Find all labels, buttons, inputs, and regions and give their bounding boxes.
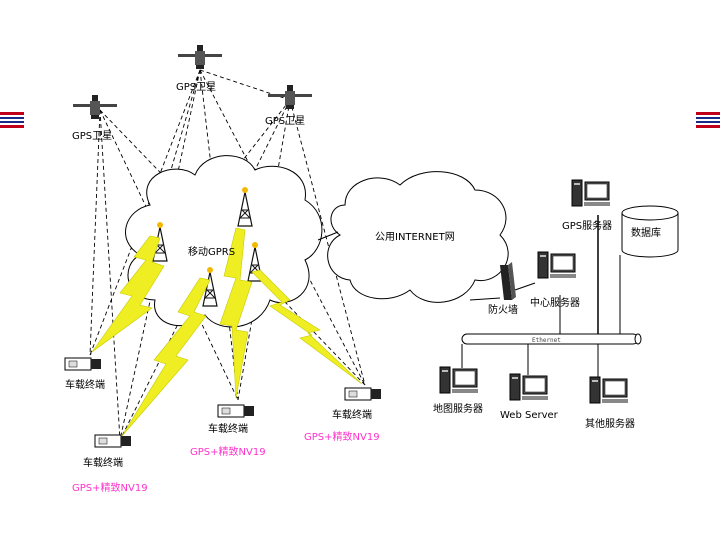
nav-bars-right-icon[interactable]	[696, 112, 720, 128]
center-server-label: 中心服务器	[530, 296, 580, 309]
mobile-gprs-label: 移动GPRS	[188, 245, 235, 258]
gps-server-label: GPS服务器	[562, 219, 612, 232]
wireless-links	[91, 227, 363, 437]
vehicle-label: 车载终端	[65, 378, 105, 391]
ethernet-label: Ethernet	[532, 337, 561, 344]
satellite-label: GPS卫星	[176, 81, 216, 93]
satellite-label: GPS卫星	[72, 130, 112, 142]
vehicle-sublabel: GPS+精致NV19	[304, 430, 380, 443]
ethernet-bus: Ethernet	[461, 333, 642, 345]
web-server-icon[interactable]	[509, 373, 549, 401]
other-server-icon[interactable]	[589, 376, 629, 404]
vehicle-terminal-icon	[94, 434, 132, 448]
satellite-icon	[73, 95, 117, 119]
internet-firewall-link	[469, 297, 501, 301]
nav-bars-left-icon[interactable]	[0, 112, 24, 128]
internet-label: 公用INTERNET网	[375, 231, 455, 243]
vehicle-sublabel: GPS+精致NV19	[72, 481, 148, 494]
vehicle-terminal-icon	[217, 404, 255, 418]
cloud-link	[317, 231, 339, 241]
vehicle-sublabel: GPS+精致NV19	[190, 445, 266, 458]
satellite-icon	[178, 45, 222, 69]
gps-server-icon[interactable]	[571, 179, 611, 207]
vehicle-terminal-icon	[64, 357, 102, 371]
firewall-label: 防火墙	[488, 303, 518, 316]
firewall-center-link	[514, 282, 536, 291]
internet-cloud	[327, 171, 509, 303]
center-server-icon[interactable]	[537, 251, 577, 279]
satellite-icon	[268, 85, 312, 109]
database-label: 数据库	[631, 226, 661, 239]
map-server-icon[interactable]	[439, 366, 479, 394]
map-server-label: 地图服务器	[433, 402, 483, 415]
other-server-label: 其他服务器	[585, 417, 635, 430]
vehicle-label: 车载终端	[208, 422, 248, 435]
firewall-icon	[500, 262, 516, 300]
satellite-label: GPS卫星	[265, 115, 305, 127]
vehicle-label: 车载终端	[332, 408, 372, 421]
database-cylinder-icon[interactable]	[621, 205, 679, 258]
vehicle-terminal-icon	[344, 387, 382, 401]
web-server-label: Web Server	[500, 410, 559, 421]
vehicle-label: 车载终端	[83, 456, 123, 469]
